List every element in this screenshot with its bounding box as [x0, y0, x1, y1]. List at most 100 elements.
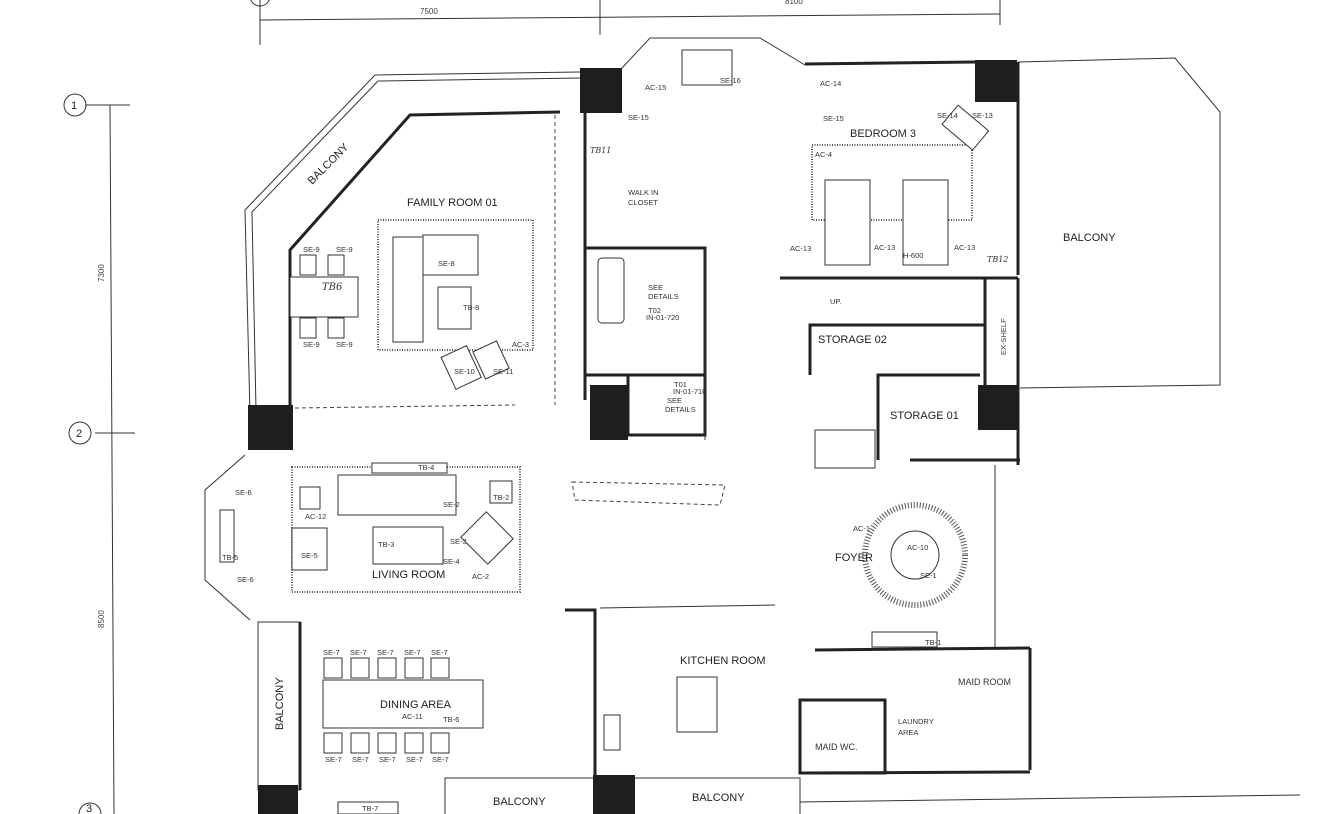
furniture-tag: SE-15 — [823, 114, 844, 123]
ex-shelf-label: EX-SHELF — [999, 318, 1008, 355]
furniture-tag: AC-13 — [874, 243, 895, 252]
see-details-note-2: DETAILS — [648, 292, 679, 301]
dining-chair — [377, 657, 397, 679]
dining-chair — [404, 732, 424, 754]
room-laundry-area: LAUNDRY — [898, 717, 934, 726]
room-bedroom-3: BEDROOM 3 — [850, 128, 916, 140]
grid-marker-3 — [78, 802, 102, 814]
room-balcony-nw: BALCONY — [306, 141, 352, 187]
furniture-tag: SE-11 — [493, 367, 513, 376]
handwritten-notes: TB6 TB11 TB12 — [322, 146, 1008, 293]
room-storage-02: STORAGE 02 — [818, 334, 887, 346]
room-laundry-area-2: AREA — [898, 728, 918, 737]
room-maid-wc: MAID WC. — [815, 742, 858, 752]
furniture-tag: SE-7 — [352, 755, 369, 764]
furniture-tag: TB-7 — [362, 804, 378, 813]
handwritten-note: TB11 — [590, 146, 611, 155]
grid-marker-3-label: 3 — [86, 803, 92, 814]
room-balcony-south-2: BALCONY — [692, 792, 745, 804]
furniture-tag: TB-3 — [378, 540, 394, 549]
furniture-tag: AC-4 — [815, 150, 832, 159]
room-balcony-west: BALCONY — [274, 677, 286, 730]
room-kitchen: KITCHEN ROOM — [680, 655, 766, 667]
grid-marker-1-label: 1 — [71, 100, 77, 112]
room-storage-01: STORAGE 01 — [890, 410, 959, 422]
furniture-tag: TB-1 — [925, 638, 941, 647]
furniture-tag: AC-10 — [907, 543, 928, 552]
see-details-note: SEE — [667, 396, 682, 405]
furniture-tag: AC-3 — [512, 340, 529, 349]
furniture-tag: IN-01-720 — [646, 313, 679, 322]
grid-marker-2 — [68, 421, 92, 445]
furniture-tag: SE-9 — [336, 245, 353, 254]
furniture-tag: T02 — [648, 306, 661, 315]
furniture-tag: AC-2 — [472, 572, 489, 581]
furniture-tag: SE-10 — [454, 367, 475, 376]
furniture-tag: SE-7 — [406, 755, 423, 764]
furniture-tag: SE-7 — [323, 648, 340, 657]
furniture-tag: SE-7 — [404, 648, 421, 657]
furniture-tag: AC-13 — [790, 244, 811, 253]
furniture-tag: SE-7 — [377, 648, 394, 657]
furniture-tag: SE-9 — [303, 245, 320, 254]
handwritten-note: TB12 — [987, 255, 1008, 264]
furniture-tag: TB-4 — [418, 463, 434, 472]
room-foyer: FOYER — [835, 552, 873, 564]
furniture-tag: SE-14 — [937, 111, 958, 120]
room-walk-in-closet: WALK IN — [628, 188, 659, 197]
dimension-top-right: 8100 — [785, 0, 803, 6]
dimension-left-lower: 8500 — [97, 610, 106, 628]
handwritten-note: TB6 — [322, 282, 343, 293]
grid-marker-2-label: 2 — [76, 428, 82, 440]
furniture — [219, 49, 990, 814]
furniture-tag: SE-1 — [920, 571, 937, 580]
room-dining-area: DINING AREA — [380, 699, 452, 711]
dining-chair — [377, 732, 397, 754]
see-details-note-2: DETAILS — [665, 405, 696, 414]
dimension-top-left: 7500 — [420, 7, 438, 16]
dining-chair — [350, 657, 370, 679]
room-balcony-south: BALCONY — [493, 796, 546, 808]
furniture-tag: TB-6 — [443, 715, 459, 724]
grid-marker-1 — [63, 93, 87, 117]
furniture-tag: AC-11 — [402, 712, 423, 721]
furniture-tag: IN-01-710 — [673, 387, 706, 396]
furniture-tag: AC-14 — [820, 79, 841, 88]
dining-chair — [430, 657, 450, 679]
structural-columns — [248, 60, 1018, 814]
furniture-tag: TB-8 — [463, 303, 479, 312]
room-balcony-ne: BALCONY — [1063, 232, 1116, 244]
furniture-tag: SE-2 — [443, 500, 460, 509]
furniture-tag: SE-7 — [379, 755, 396, 764]
furniture-tag: SE-13 — [972, 111, 993, 120]
furniture-tag: SE-6 — [235, 488, 252, 497]
stair-up-label: UP. — [830, 297, 842, 306]
furniture-tag: SE-7 — [431, 648, 448, 657]
dimension-left-upper: 7300 — [97, 264, 106, 282]
furniture-tag: SE-16 — [720, 76, 741, 85]
furniture-tag: SE-8 — [438, 259, 455, 268]
dining-chair — [404, 657, 424, 679]
furniture-tag: SE-9 — [336, 340, 353, 349]
furniture-tag: SE-9 — [303, 340, 320, 349]
dining-chair — [323, 732, 343, 754]
furniture-tag: H-600 — [903, 251, 923, 260]
furniture-tag: T01 — [674, 380, 687, 389]
room-walk-in-closet-2: CLOSET — [628, 198, 658, 207]
furniture-tag: AC-13 — [954, 243, 975, 252]
furniture-tag: SE-15 — [628, 113, 649, 122]
furniture-tag: SE-4 — [443, 557, 460, 566]
furniture-tag: SE-7 — [350, 648, 367, 657]
furniture-tag: SE-3 — [450, 537, 467, 546]
room-maid-room: MAID ROOM — [958, 677, 1011, 687]
furniture-tag: TB-5 — [222, 553, 238, 562]
furniture-tag: AC-1 — [853, 524, 870, 533]
furniture-tag: SE-7 — [325, 755, 342, 764]
see-details-note: SEE — [648, 283, 663, 292]
dining-chair — [323, 657, 343, 679]
dimension-lines: 7500 8100 7300 8500 1 2 3 — [63, 0, 1001, 814]
furniture-tag: SE-5 — [301, 551, 318, 560]
room-living-room: LIVING ROOM — [372, 569, 445, 581]
furniture-tag: SE-6 — [237, 575, 254, 584]
